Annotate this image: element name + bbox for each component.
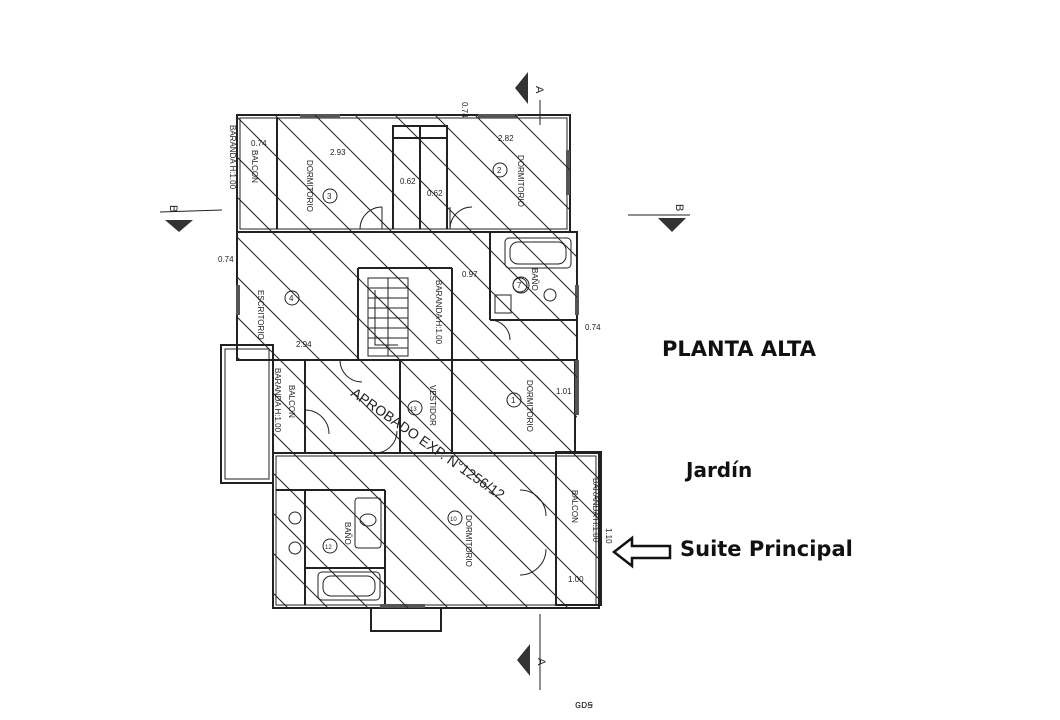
room-name: DORMITORIO [525, 380, 534, 432]
room-name: ESCRITORIO [256, 290, 265, 340]
balcony-labels: BALCON BARANDA H:1.00 BALCON BARANDA H:1… [228, 125, 600, 543]
room-bano-12: BAÑO 12 [322, 522, 352, 554]
room-bano-7: BAÑO 7 [512, 268, 539, 293]
section-mark-label: B [673, 204, 685, 211]
dimension-note: 0.62 [427, 189, 443, 198]
section-marker-a-bottom: A [517, 614, 547, 690]
room-name: DORMITORIO [516, 155, 525, 207]
garden-label: Jardín [686, 458, 753, 482]
exterior-walls [220, 114, 602, 632]
section-mark-label: A [533, 86, 545, 94]
left-arrow-icon [612, 535, 672, 569]
plan-title: PLANTA ALTA [662, 337, 816, 361]
room-number: 10 [450, 517, 457, 523]
dimension-note: 0.74 [460, 102, 469, 118]
suite-label: Suite Principal [680, 537, 853, 561]
footer-text: ɢᴅꞩ [575, 699, 593, 711]
room-name: DORMITORIO [305, 160, 314, 212]
balcony-label: BALCON [250, 150, 259, 183]
dimension-note: 1.10 [604, 528, 613, 544]
room-number: 2 [497, 166, 502, 175]
room-number: 12 [325, 545, 332, 551]
room-dormitorio-1: DORMITORIO 1 [506, 380, 534, 432]
interior-walls [276, 118, 577, 605]
dimension-note: 0.62 [400, 177, 416, 186]
door-swings [304, 206, 547, 576]
dimension-note: 0.74 [585, 323, 601, 332]
dimension-note: 1.01 [556, 387, 572, 396]
dimension-note: 0.74 [218, 255, 234, 264]
section-marker-a-top: A [515, 72, 545, 125]
room-number: 7 [517, 281, 522, 290]
section-mark-label: B [167, 205, 179, 212]
section-marker-b-left: B [159, 205, 223, 232]
room-name: VESTIDOR [428, 385, 437, 426]
dimension-note: 1.00 [568, 575, 584, 584]
room-dormitorio-10: DORMITORIO 10 [447, 510, 473, 567]
room-dormitorio-2: DORMITORIO 2 [492, 155, 525, 207]
room-name: BAÑO [343, 522, 352, 545]
balcony-label: BALCON [287, 385, 296, 418]
balcony-label: BALCON [570, 490, 579, 523]
dimension-note: 2.93 [330, 148, 346, 157]
windows [236, 114, 579, 608]
dimension-notes: 0.74 2.93 0.62 0.62 2.82 0.74 0.97 0.74 … [218, 102, 613, 584]
dimension-note: 2.82 [498, 134, 514, 143]
section-mark-label: A [535, 658, 547, 666]
room-vestidor-13: VESTIDOR 13 [407, 385, 437, 426]
railing-label: BARANDA H:1.00 [591, 478, 600, 543]
railing-label: BARANDA H:1.00 [434, 280, 443, 345]
section-marker-b-right: B [628, 204, 690, 232]
room-name: BAÑO [530, 268, 539, 291]
room-number: 4 [289, 294, 294, 303]
staircase [367, 277, 409, 357]
room-labels: DORMITORIO 3 DORMITORIO 2 ESCRITORIO 4 B… [256, 155, 539, 567]
room-number: 13 [410, 407, 417, 413]
room-dormitorio-3: DORMITORIO 3 [305, 160, 338, 212]
dimension-note: 0.74 [251, 139, 267, 148]
room-name: DORMITORIO [464, 515, 473, 567]
railing-label: BARANDA H:1.00 [273, 368, 282, 433]
bathroom-fixtures [288, 237, 572, 601]
dimension-note: 0.97 [462, 270, 478, 279]
room-number: 3 [327, 192, 332, 201]
room-escritorio-4: ESCRITORIO 4 [256, 290, 300, 340]
room-number: 1 [511, 396, 516, 405]
dimension-note: 2.94 [296, 340, 312, 349]
railing-label: BARANDA H:1.00 [228, 125, 237, 190]
